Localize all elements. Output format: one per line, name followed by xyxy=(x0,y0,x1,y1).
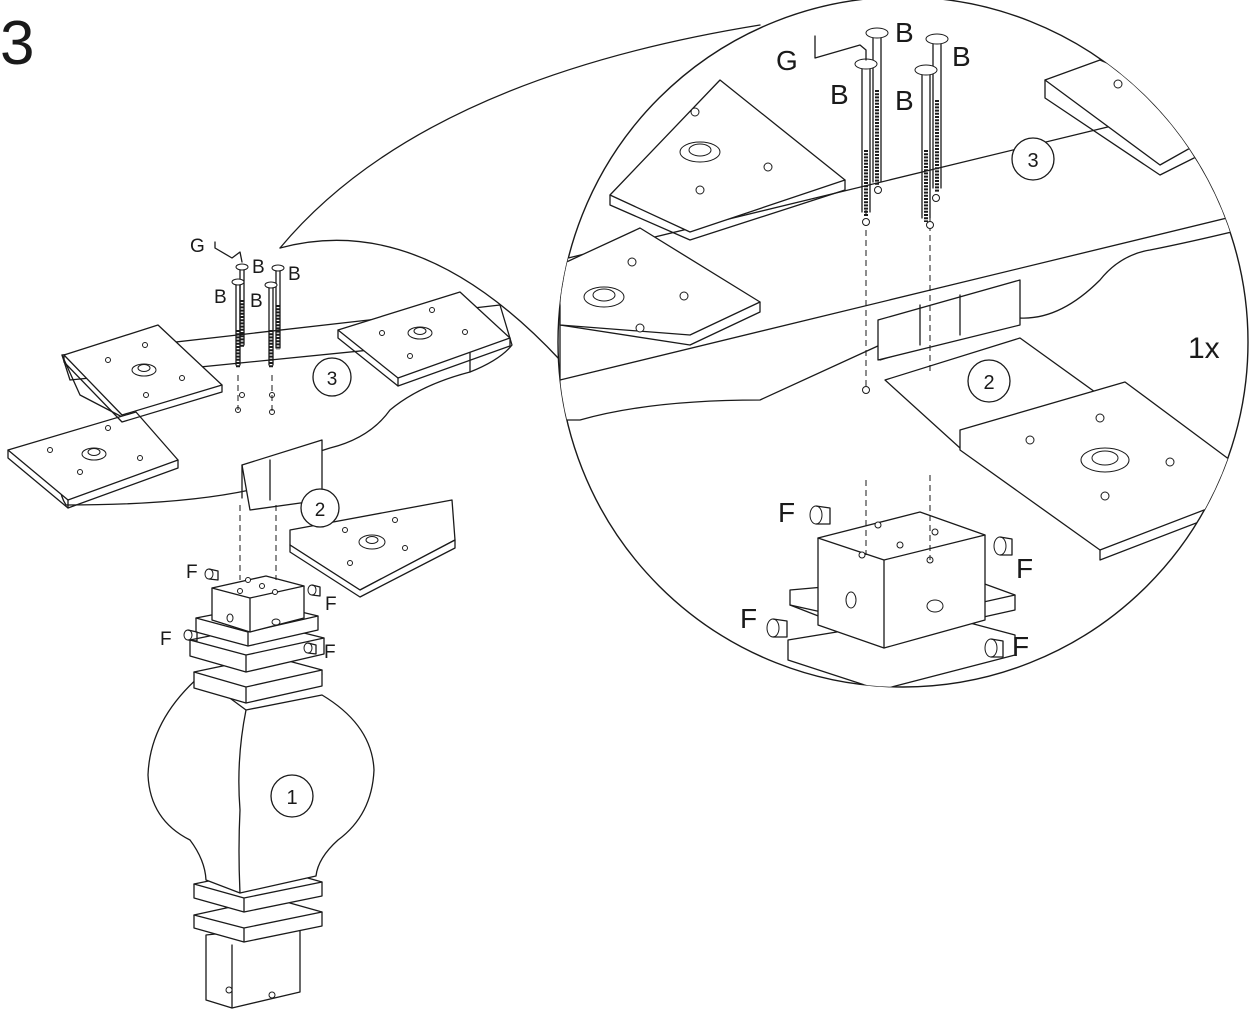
svg-text:1: 1 xyxy=(286,787,297,809)
allen-key-zoom xyxy=(814,35,867,61)
part-label-2: 2 xyxy=(300,488,340,528)
label-f: F xyxy=(325,594,337,615)
bolt xyxy=(264,281,278,368)
svg-text:3: 3 xyxy=(1027,150,1038,172)
label-b: B xyxy=(214,287,227,308)
label-b: B xyxy=(252,257,265,278)
label-f: F xyxy=(160,629,172,650)
svg-text:2: 2 xyxy=(315,500,326,521)
label-b: B xyxy=(288,264,301,285)
svg-text:3: 3 xyxy=(327,369,338,390)
label-f: F xyxy=(186,562,198,583)
label-f: F xyxy=(1016,553,1033,584)
part-label-2-zoom: 2 xyxy=(967,359,1011,403)
barrel-nuts-main xyxy=(183,568,321,655)
label-b: B xyxy=(895,85,914,116)
bolt-set-zoom xyxy=(854,27,949,222)
barrel-nuts-zoom xyxy=(766,505,1013,658)
beam-plate-back-left xyxy=(63,324,223,423)
label-b: B xyxy=(830,79,849,110)
part-label-3: 3 xyxy=(312,357,352,397)
bolt-set-main xyxy=(231,263,285,368)
label-f: F xyxy=(1012,631,1029,662)
allen-key-main xyxy=(214,241,243,263)
zoom-callout: 3 2 G B B B B F F F F xyxy=(279,0,1249,688)
beam-plate-left xyxy=(7,411,179,509)
bolt xyxy=(231,278,245,368)
step-number: 3 xyxy=(0,9,34,78)
svg-text:2: 2 xyxy=(983,372,994,394)
part-label-1: 1 xyxy=(270,774,314,818)
beam-plate-right xyxy=(337,291,511,387)
leg-part-1 xyxy=(147,575,375,1009)
main-assembly: 3 2 1 G B B B B F F F F xyxy=(7,236,513,1009)
bolt xyxy=(271,264,285,350)
label-b: B xyxy=(895,17,914,48)
bolt xyxy=(914,64,938,222)
label-b: B xyxy=(952,41,971,72)
label-g: G xyxy=(190,236,205,257)
label-f: F xyxy=(740,603,757,634)
bolt xyxy=(854,58,878,216)
label-g: G xyxy=(776,45,798,76)
label-f: F xyxy=(324,642,336,663)
label-f: F xyxy=(778,497,795,528)
quantity-label: 1x xyxy=(1188,332,1220,365)
label-b: B xyxy=(250,291,263,312)
part-label-3-zoom: 3 xyxy=(1011,137,1055,181)
